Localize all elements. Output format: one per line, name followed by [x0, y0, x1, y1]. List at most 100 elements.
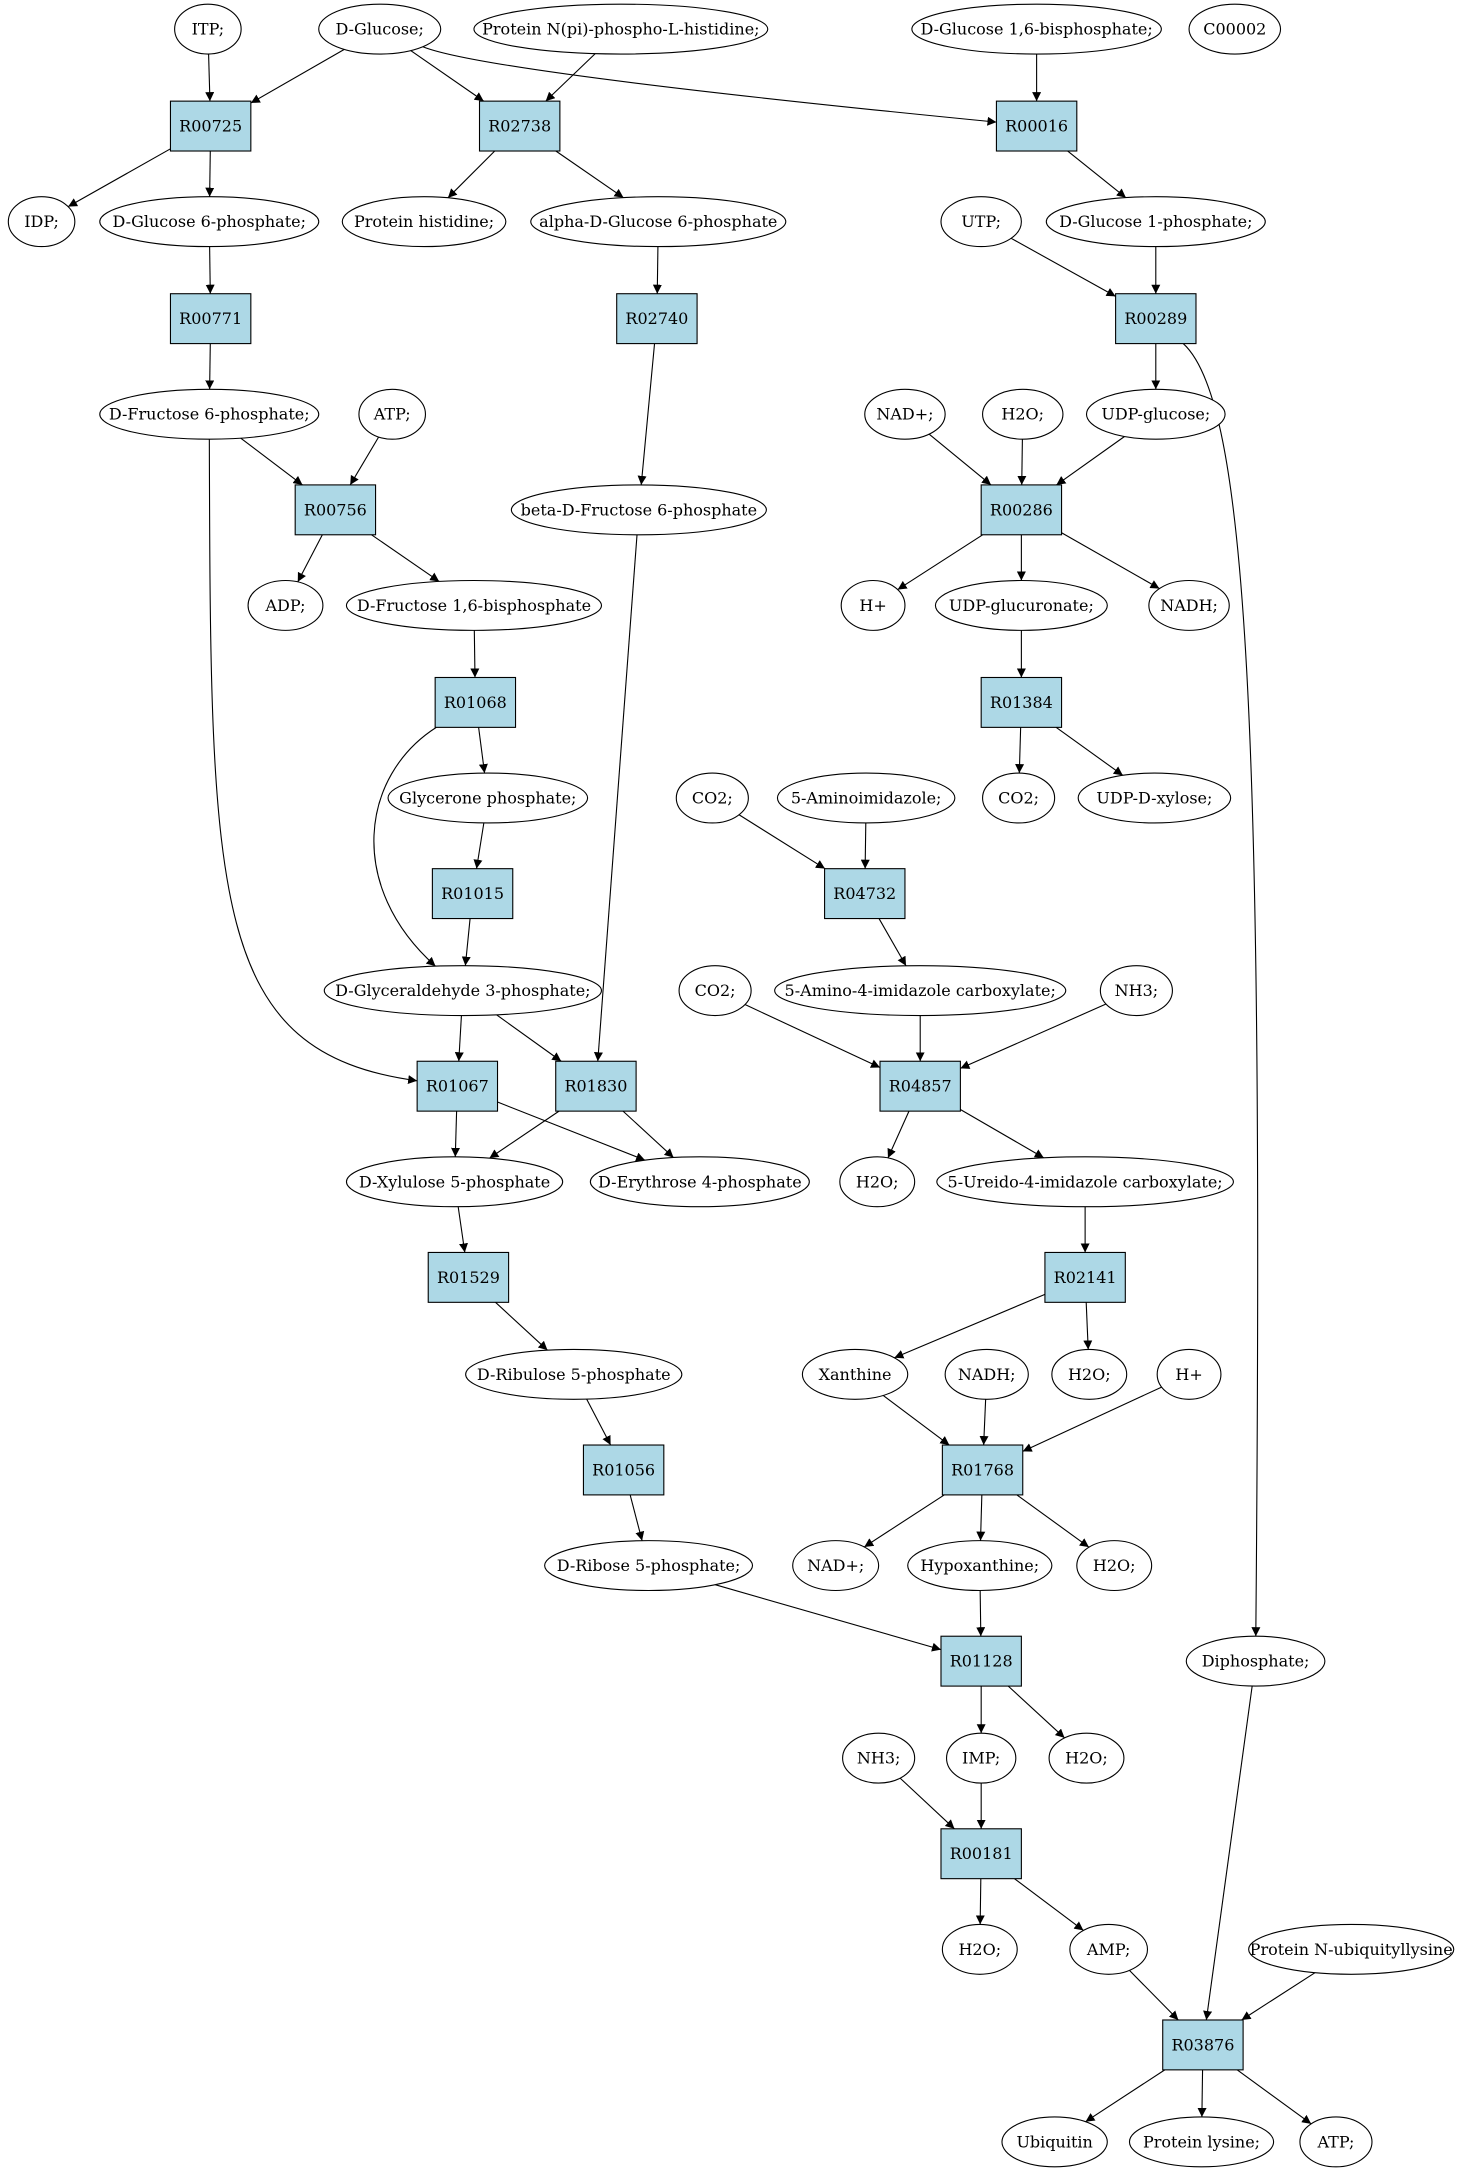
edge-ag6p-to-r02740: [652, 246, 662, 294]
edge-f6p-to-r01067: [208, 439, 418, 1085]
node-label: R00289: [1124, 309, 1187, 328]
node-label: ITP;: [192, 20, 225, 39]
metabolite-node-protubq: Protein N-ubiquityllysine: [1248, 1923, 1455, 1975]
node-label: R04857: [889, 1077, 952, 1096]
edge-f6p-to-r00756: [240, 437, 303, 486]
edge-nh3b-to-r00181: [899, 1777, 955, 1830]
metabolite-node-hplus1: H+: [840, 579, 906, 631]
node-label: D-Glyceraldehyde 3-phosphate;: [335, 981, 590, 1000]
edge-r00181-to-h2o6: [975, 1878, 985, 1925]
reaction-node-r02740: R02740: [616, 293, 698, 345]
metabolite-node-nadh1: NADH;: [1148, 579, 1230, 631]
metabolite-ellipse: [174, 3, 242, 55]
node-label: H2O;: [1068, 1365, 1111, 1384]
node-label: R01384: [990, 693, 1053, 712]
metabolite-node-h2o6: H2O;: [941, 1923, 1018, 1975]
metabolite-node-adp: ADP;: [247, 579, 324, 631]
node-label: R04732: [833, 884, 896, 903]
node-label: CO2;: [998, 789, 1039, 808]
edge-r01768-to-h2o4: [1016, 1494, 1090, 1548]
metabolite-ellipse: [801, 1348, 909, 1400]
edge-ga3p-to-r01830: [496, 1014, 562, 1062]
metabolite-node-hypox: Hypoxanthine;: [907, 1540, 1053, 1592]
node-label: H2O;: [1001, 405, 1044, 424]
reaction-node-r00756: R00756: [294, 484, 377, 536]
metabolite-node-r5p: D-Ribose 5-phosphate;: [544, 1540, 754, 1592]
node-label: D-Glucose;: [336, 20, 424, 39]
metabolite-ellipse: [675, 772, 749, 824]
metabolite-ellipse: [911, 3, 1162, 55]
edge-r00756-to-adp: [297, 534, 323, 583]
metabolite-node-g1p: D-Glucose 1-phosphate;: [1045, 196, 1266, 248]
edge-diphos-to-r03876: [1203, 1685, 1253, 2021]
reaction-box: [478, 100, 561, 152]
node-label: R01056: [592, 1460, 655, 1479]
node-label: CO2;: [695, 981, 736, 1000]
edge-udpglc-to-r00286: [1056, 436, 1125, 486]
node-label: R02738: [488, 117, 551, 136]
metabolite-node-g16bp: D-Glucose 1,6-bisphosphate;: [911, 3, 1162, 55]
metabolite-ellipse: [1099, 965, 1173, 1017]
edge-r03876-to-ubiquitin: [1085, 2069, 1166, 2123]
metabolite-node-ru5p: D-Ribulose 5-phosphate: [465, 1348, 683, 1400]
node-label: 5-Aminoimidazole;: [791, 789, 942, 808]
reaction-box: [582, 1444, 665, 1496]
metabolite-node-diphos: Diphosphate;: [1185, 1635, 1326, 1687]
metabolite-ellipse: [944, 1348, 1029, 1400]
node-label: AMP;: [1086, 1940, 1131, 1959]
metabolite-ellipse: [247, 579, 324, 631]
metabolite-ellipse: [678, 965, 752, 1017]
metabolite-ellipse: [776, 772, 956, 824]
reaction-node-r04732: R04732: [824, 868, 906, 920]
edge-h2o1-to-r00286: [1017, 439, 1027, 485]
metabolite-ellipse: [345, 1156, 564, 1208]
metabolite-node-xanthine: Xanthine: [801, 1348, 909, 1400]
edge-dglucose-to-r02738: [410, 50, 485, 102]
metabolite-node-hplus2: H+: [1156, 1348, 1222, 1400]
node-label: R03876: [1171, 2035, 1234, 2054]
metabolite-node-co2c: CO2;: [678, 965, 752, 1017]
reaction-node-r01015: R01015: [431, 868, 514, 920]
metabolite-node-protlys: Protein lysine;: [1128, 2116, 1275, 2168]
edge-r00286-to-nadh1: [1061, 532, 1160, 590]
edge-glycerone-to-r01015: [473, 822, 485, 869]
edge-itp-to-r00725: [205, 54, 215, 102]
edge-aminoimid-to-r04732: [860, 822, 870, 869]
metabolite-node-nad2: NAD+;: [792, 1540, 880, 1592]
node-label: NAD+;: [807, 1556, 864, 1575]
reaction-node-r01830: R01830: [555, 1060, 637, 1112]
node-label: D-Fructose 1,6-bisphosphate: [357, 596, 591, 615]
node-label: D-Xylulose 5-phosphate: [359, 1172, 550, 1191]
edge-r01768-to-nad2: [863, 1494, 945, 1548]
metabolite-node-g6p: D-Glucose 6-phosphate;: [99, 196, 320, 248]
metabolite-node-prothis: Protein histidine;: [341, 196, 507, 248]
metabolite-node-aminoimid: 5-Aminoimidazole;: [776, 772, 956, 824]
metabolite-ellipse: [1188, 3, 1282, 55]
edge-r00286-to-hplus1: [897, 534, 983, 591]
edge-r00181-to-amp: [1014, 1878, 1084, 1931]
node-label: UDP-glucose;: [1101, 405, 1210, 424]
node-label: UDP-glucuronate;: [949, 596, 1094, 615]
edge-amp-to-r03876: [1129, 1970, 1179, 2021]
metabolite-node-amp: AMP;: [1069, 1923, 1149, 1975]
reaction-node-r00771: R00771: [169, 293, 252, 345]
node-label: UDP-D-xylose;: [1096, 789, 1212, 808]
metabolite-node-ureido: 5-Ureido-4-imidazole carboxylate;: [936, 1156, 1234, 1208]
metabolite-node-co2a: CO2;: [675, 772, 749, 824]
metabolite-node-itp: ITP;: [174, 3, 242, 55]
metabolite-ellipse: [774, 965, 1067, 1017]
node-label: D-Glucose 6-phosphate;: [113, 212, 306, 231]
node-label: Hypoxanthine;: [920, 1556, 1039, 1575]
reaction-box: [980, 484, 1063, 536]
node-label: R01830: [564, 1077, 627, 1096]
metabolite-node-c00002: C00002: [1188, 3, 1282, 55]
edge-r04857-to-ureido: [960, 1109, 1045, 1159]
edge-r01384-to-co2b: [1015, 727, 1025, 774]
edge-co2a-to-r04732: [738, 814, 826, 870]
nodes-layer: ITP;D-Glucose;Protein N(pi)-phospho-L-hi…: [7, 3, 1455, 2168]
metabolite-node-f16bp: D-Fructose 1,6-bisphosphate: [345, 579, 603, 631]
metabolite-node-h2o4: H2O;: [1076, 1540, 1153, 1592]
edge-bf6p-to-r01830: [593, 534, 638, 1062]
metabolite-ellipse: [323, 965, 603, 1017]
edge-r01067-to-xu5p: [451, 1111, 461, 1157]
